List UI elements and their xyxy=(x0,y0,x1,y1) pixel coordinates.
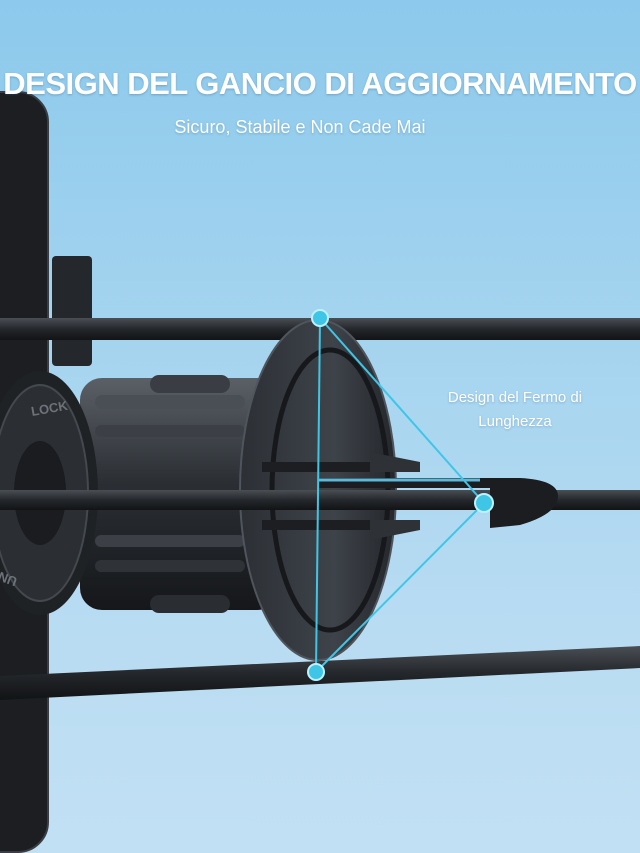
length-stopper xyxy=(318,478,558,528)
lock-label: LOCK xyxy=(30,398,69,419)
page-subtitle: Sicuro, Stabile e Non Cade Mai xyxy=(174,117,426,137)
callout-lines xyxy=(315,317,485,673)
lock-knob xyxy=(0,371,98,615)
clip-hooks xyxy=(262,452,420,540)
callout-points xyxy=(307,309,494,681)
callout-line-1: Design del Fermo di xyxy=(447,389,583,406)
callout-line-2: Lunghezza xyxy=(478,413,552,430)
stopper-callout: Design del Fermo di Lunghezza xyxy=(430,386,600,434)
page-title: DESIGN DEL GANCIO DI AGGIORNAMENTO xyxy=(3,66,637,101)
